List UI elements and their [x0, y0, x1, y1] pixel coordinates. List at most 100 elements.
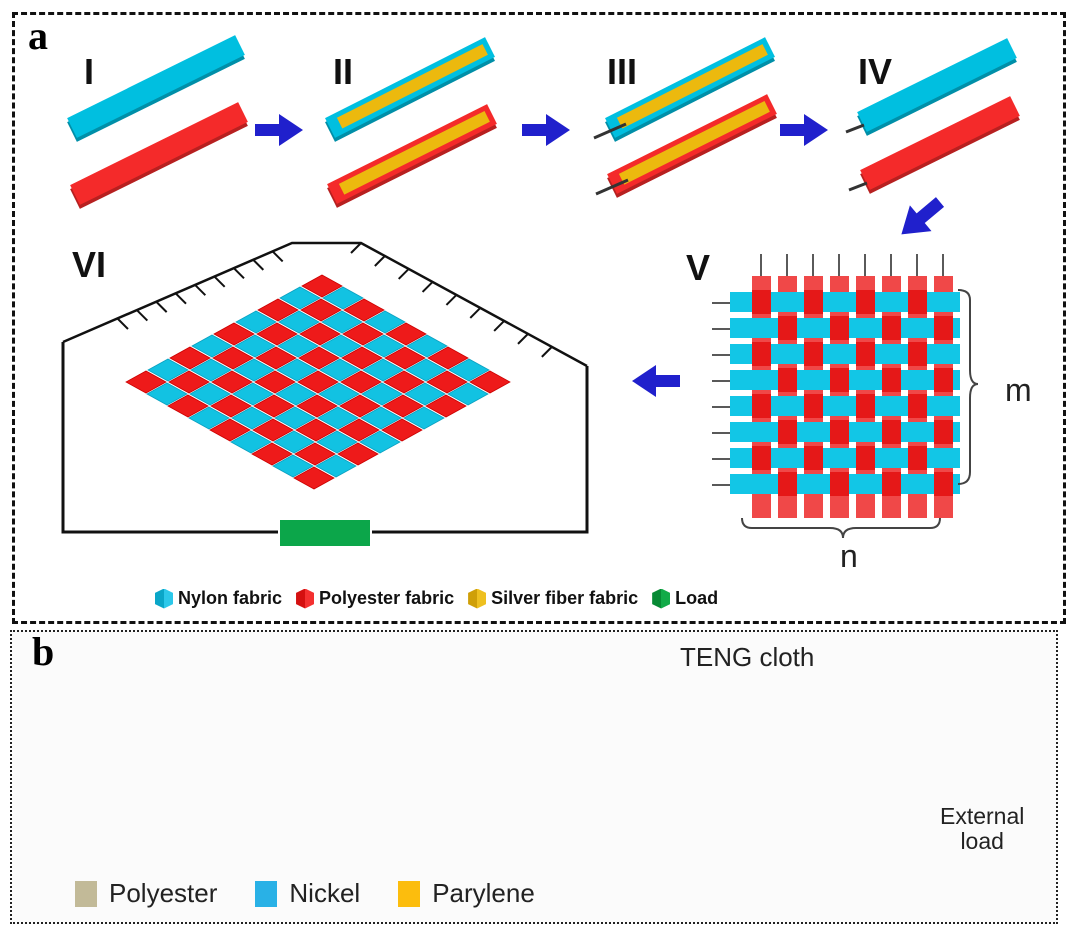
weave-v-crossing — [830, 368, 849, 392]
weave-v-crossing — [778, 316, 797, 340]
weave-vi-polyester-patch — [385, 322, 427, 346]
weave-vi-nylon-patch — [359, 430, 401, 454]
step-i-nylon-strip — [67, 35, 245, 138]
weave-vi-polyester-patch — [168, 370, 210, 394]
weave-vi-polyester-patch — [341, 346, 383, 370]
panel-a-frame — [12, 12, 1066, 624]
weave-v-crossing — [856, 394, 875, 418]
weave-vi-polyester-patch — [255, 346, 297, 370]
weave-vi-nylon-patch — [277, 334, 319, 358]
panel-a-label: a — [28, 13, 48, 58]
step-i-polyester-strip — [70, 102, 248, 205]
legend-a-label: Polyester fabric — [319, 588, 455, 608]
weave-vi-nylon-patch — [191, 334, 233, 358]
weave-v-crossing — [752, 446, 771, 470]
arrow-right-icon — [255, 114, 303, 146]
panel-b-label: b — [32, 629, 55, 674]
weave-vi-polyester-patch — [296, 394, 338, 418]
weave-vi-nylon-patch — [275, 382, 317, 406]
legend-a-label: Load — [675, 588, 719, 608]
weave-vi-nylon-patch — [447, 382, 489, 406]
weave-vi-nylon-patch — [322, 286, 364, 310]
weave-vi-polyester-patch — [294, 442, 336, 466]
weave-vi-left-wire — [175, 292, 187, 305]
weave-vi-nylon-patch — [360, 406, 402, 430]
weave-vi-polyester-patch — [426, 370, 468, 394]
weave-vi-nylon-patch — [234, 334, 276, 358]
weave-vi-nylon-patch — [278, 310, 320, 334]
weave-vi-nylon-patch — [318, 382, 360, 406]
weave-vi-right-wire — [398, 268, 410, 280]
weave-v-crossing — [830, 472, 849, 496]
parylene-swatch — [398, 880, 421, 907]
silver-cube-icon — [468, 588, 487, 609]
weave-vi-left-wire — [155, 301, 168, 313]
weave-v-crossing — [804, 342, 823, 366]
weave-vi-nylon-patch — [235, 310, 277, 334]
weave-vi-right-wire — [421, 281, 434, 293]
weave-vi-nylon-patch — [232, 382, 274, 406]
legend-b-label: Parylene — [432, 878, 535, 908]
legend-a: Nylon fabric Polyester fabric Silver fib… — [155, 588, 718, 609]
weave-v-crossing — [934, 472, 953, 496]
weave-v-crossing — [882, 420, 901, 444]
weave-vi-right-wire — [517, 333, 529, 345]
weave-vi-nylon-patch — [405, 358, 447, 382]
step-ii-nylon-strip-silver-layer — [336, 44, 488, 129]
weave-v-nylon-strip — [730, 344, 960, 364]
weave-v-crossing — [752, 342, 771, 366]
step-iv-nylon-strip — [857, 38, 1017, 132]
weave-vi-polyester-patch — [298, 346, 340, 370]
weave-v-crossing — [908, 446, 927, 470]
weave-v-crossing — [778, 472, 797, 496]
weave-vi-nylon-patch — [190, 358, 232, 382]
weave-v-crossing — [908, 394, 927, 418]
weave-vi-nylon-patch — [321, 310, 363, 334]
weave-vi-polyester-patch — [253, 394, 295, 418]
circuit-wire-right — [372, 366, 589, 534]
weave-vi-polyester-patch — [427, 346, 469, 370]
weave-v-crossing — [908, 290, 927, 314]
grid-rows-label: m — [1005, 372, 1032, 408]
grid-cols-label: n — [840, 538, 858, 574]
weave-vi-nylon-patch — [448, 358, 490, 382]
weave-v-nylon-strip — [730, 448, 960, 468]
weave-vi-polyester-patch — [169, 346, 211, 370]
weave-v-crossing — [882, 316, 901, 340]
legend-b-label: Polyester — [109, 878, 218, 908]
weave-vi-left-wire — [252, 259, 265, 271]
cols-brace — [741, 517, 941, 539]
weave-vi-polyester-patch — [469, 370, 511, 394]
weave-vi-right-wire — [445, 294, 458, 306]
step-label-ii: II — [333, 51, 354, 92]
step-iv-polyester-strip — [860, 96, 1020, 190]
weave-v-crossing — [882, 472, 901, 496]
weave-vi-nylon-patch — [317, 406, 359, 430]
arrow-right-icon — [522, 114, 570, 146]
weave-vi-polyester-patch — [382, 394, 424, 418]
weave-vi-polyester-patch — [342, 322, 384, 346]
arrow-down-left-icon — [901, 197, 945, 235]
weave-vi-nylon-patch — [363, 334, 405, 358]
weave-vi-polyester-patch — [125, 370, 167, 394]
weave-vi-nylon-patch — [406, 334, 448, 358]
weave-vi-right-wire — [350, 242, 362, 254]
weave-vi-polyester-patch — [209, 418, 251, 442]
weave-vi-polyester-patch — [210, 394, 252, 418]
weave-v-crossing — [856, 342, 875, 366]
weave-vi-polyester-patch — [167, 394, 209, 418]
weave-v-crossing — [856, 446, 875, 470]
step-iv-polyester-strip-wire — [848, 181, 868, 192]
panel-b-frame — [10, 630, 1058, 924]
circuit-wire-top — [62, 241, 588, 368]
legend-b-item-parylene: Parylene — [398, 878, 535, 909]
step-iv-nylon-strip-wire — [845, 123, 865, 134]
legend-a-item-load: Load — [652, 588, 718, 609]
weave-vi-left-wire — [117, 318, 129, 330]
weave-vi-polyester-patch — [213, 322, 255, 346]
weave-vi-polyester-patch — [293, 466, 335, 490]
weave-vi-nylon-patch — [319, 358, 361, 382]
weave-vi-right-wire — [541, 346, 553, 358]
legend-a-item-polyester: Polyester fabric — [296, 588, 454, 609]
legend-a-label: Nylon fabric — [178, 588, 283, 608]
